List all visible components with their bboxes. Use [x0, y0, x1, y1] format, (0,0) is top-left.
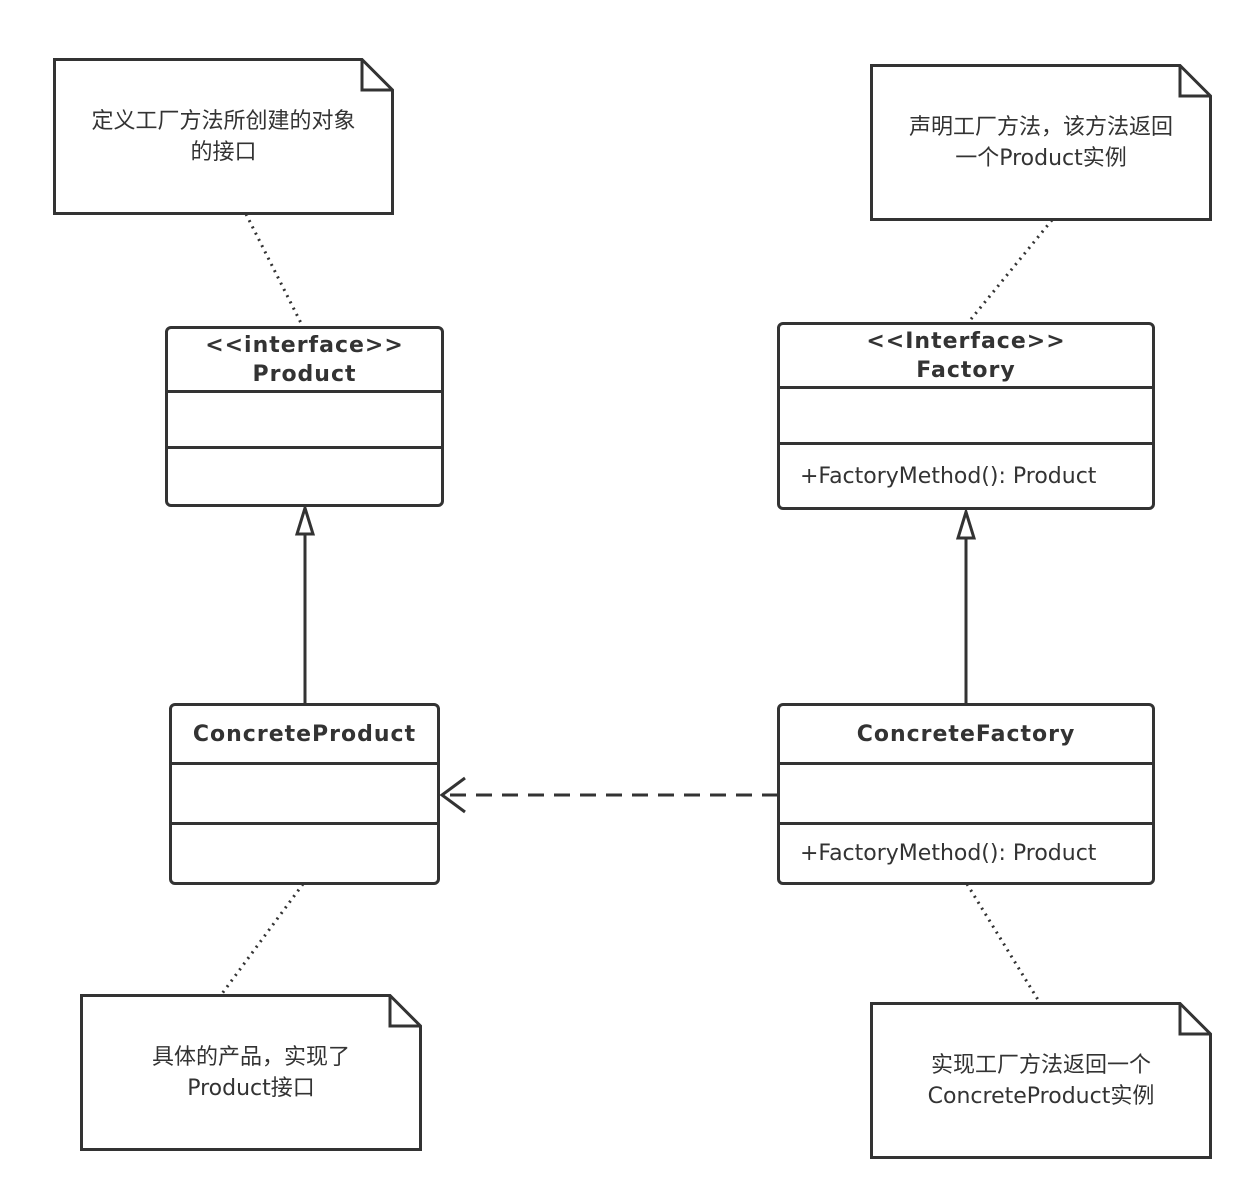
class-attributes: [780, 765, 1152, 825]
class-name: ConcreteProduct: [192, 721, 417, 747]
class-header: <<interface>> Product: [168, 329, 441, 393]
class-header: ConcreteProduct: [172, 706, 437, 765]
note-shape: [870, 64, 1212, 221]
note-product[interactable]: 定义工厂方法所创建的对象 的接口: [53, 58, 394, 215]
class-name: ConcreteFactory: [856, 721, 1076, 747]
class-stereotype: <<Interface>>: [866, 328, 1066, 354]
note-anchor-factory: [965, 219, 1054, 325]
note-concrete-product[interactable]: 具体的产品，实现了 Product接口: [80, 994, 422, 1151]
class-name: Factory: [916, 357, 1016, 383]
note-shape: [870, 1002, 1212, 1159]
class-concrete-product[interactable]: ConcreteProduct: [169, 703, 440, 885]
class-name: Product: [252, 361, 357, 387]
class-method: +FactoryMethod(): Product: [800, 463, 1097, 489]
note-text: 具体的产品，实现了 Product接口: [151, 1044, 350, 1101]
class-product[interactable]: <<interface>> Product: [165, 326, 444, 507]
note-text: 实现工厂方法返回一个 ConcreteProduct实例: [927, 1052, 1155, 1109]
note-concrete-factory[interactable]: 实现工厂方法返回一个 ConcreteProduct实例: [870, 1002, 1212, 1159]
class-stereotype: <<interface>>: [205, 332, 404, 358]
dependency-arrowhead: [439, 776, 466, 814]
note-factory[interactable]: 声明工厂方法，该方法返回 一个Product实例: [870, 64, 1212, 221]
class-methods: +FactoryMethod(): Product: [780, 825, 1152, 882]
class-attributes: [172, 765, 437, 825]
note-text: 声明工厂方法，该方法返回 一个Product实例: [908, 114, 1173, 171]
class-attributes: [780, 389, 1152, 445]
realization-arrowhead-factory: [955, 506, 977, 540]
class-method: +FactoryMethod(): Product: [800, 841, 1097, 866]
realization-arrowhead-product: [294, 502, 316, 536]
note-text: 定义工厂方法所创建的对象 的接口: [91, 108, 356, 165]
note-anchor-concrete-product: [219, 883, 305, 996]
note-anchor-concrete-factory: [965, 883, 1042, 1004]
class-header: <<Interface>> Factory: [780, 325, 1152, 389]
class-concrete-factory[interactable]: ConcreteFactory +FactoryMethod(): Produc…: [777, 703, 1155, 885]
note-shape: [53, 58, 394, 215]
class-methods: +FactoryMethod(): Product: [780, 445, 1152, 507]
class-attributes: [168, 393, 441, 449]
class-methods: [168, 449, 441, 504]
class-methods: [172, 825, 437, 882]
note-shape: [80, 994, 422, 1151]
class-factory[interactable]: <<Interface>> Factory +FactoryMethod(): …: [777, 322, 1155, 510]
note-anchor-product: [244, 213, 305, 328]
class-header: ConcreteFactory: [780, 706, 1152, 765]
